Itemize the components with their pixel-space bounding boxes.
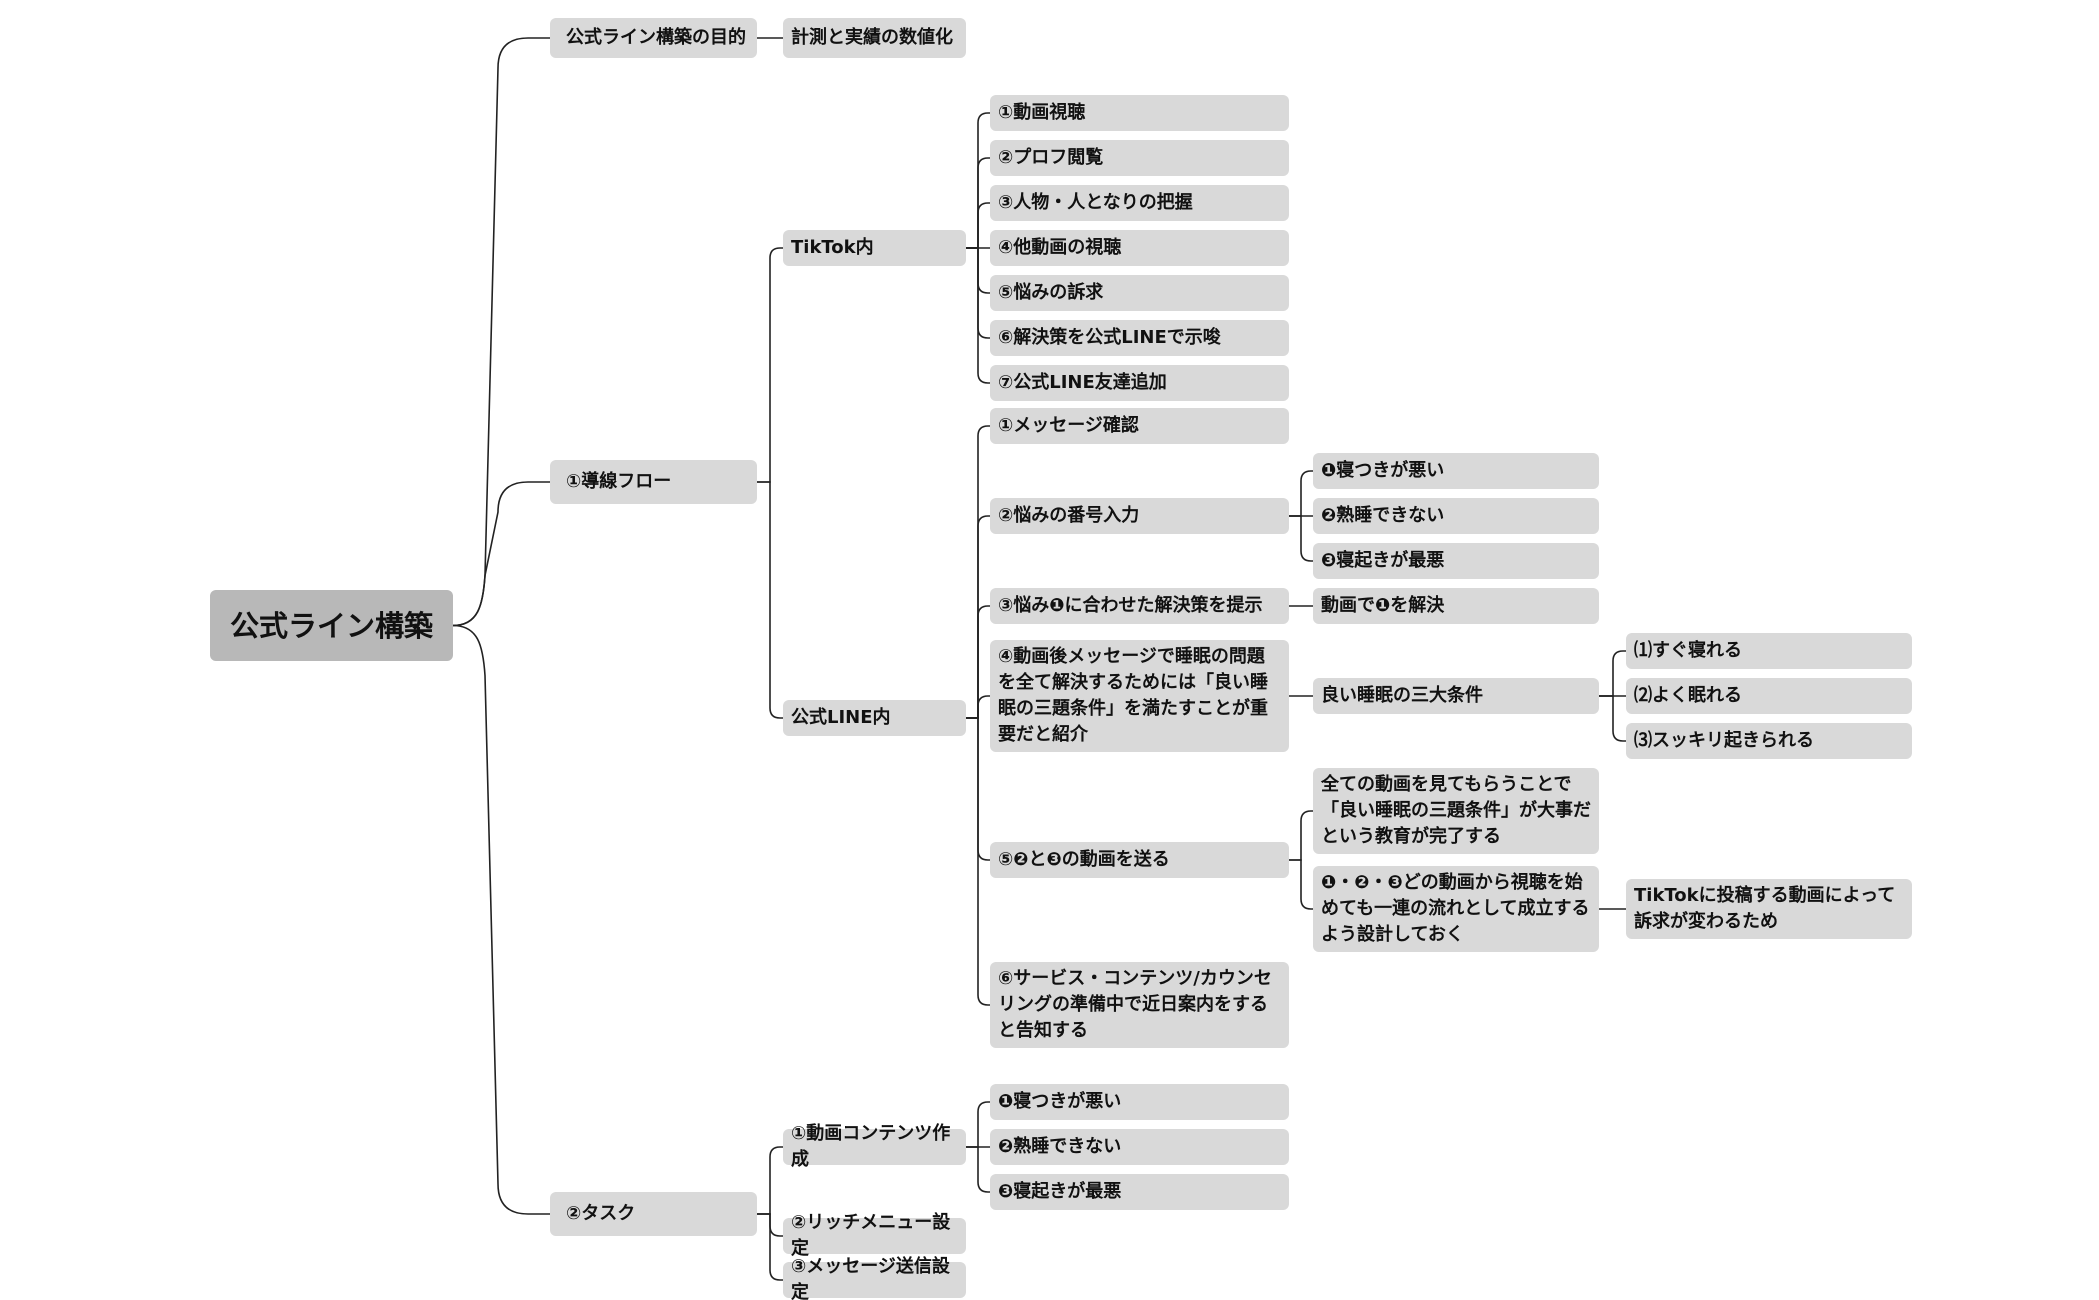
connector-flow-node [452,481,550,627]
tiktok-step-3[interactable]: ③人物・人となりの把握 [990,185,1289,221]
connector-line-step-3 [966,605,990,719]
line-step-3[interactable]: ③悩み❶に合わせた解決策を提示 [990,588,1289,624]
tiktok-step-1[interactable]: ①動画視聴 [990,95,1289,131]
connector-line-step-4 [966,695,990,719]
line-step-1[interactable]: ①メッセージ確認 [990,408,1289,444]
purpose-child-node[interactable]: 計測と実績の数値化 [783,18,966,58]
flow-node[interactable]: ①導線フロー [550,460,757,504]
tiktok-step-7[interactable]: ⑦公式LINE友達追加 [990,365,1289,401]
connector-design-node [1289,859,1313,910]
message-setting-node[interactable]: ③メッセージ送信設定 [783,1256,966,1300]
line-step-2[interactable]: ②悩みの番号入力 [990,498,1289,534]
richmenu-node[interactable]: ②リッチメニュー設定 [783,1212,966,1259]
condition-1[interactable]: ⑴すぐ寝れる [1626,633,1912,669]
solution-video-node[interactable]: 動画で❶を解決 [1313,588,1599,624]
line-step-6[interactable]: ⑥サービス・コンテンツ/カウンセリングの準備中で近日案内をすると告知する [990,962,1289,1048]
connector-tasks-node [452,624,550,1215]
connector-education-node [1289,810,1313,861]
tiktok-step-6[interactable]: ⑥解決策を公式LINEで示唆 [990,320,1289,356]
connector-line-step-1 [966,425,990,719]
tasks-node[interactable]: ②タスク [550,1192,757,1236]
connector-video-content-node [757,1146,783,1215]
connector-purpose-node [452,37,550,627]
connector-line-step-2 [966,515,990,719]
video-item-2[interactable]: ❷熟睡できない [990,1129,1289,1165]
connector-tiktok-step-7 [966,247,990,384]
condition-2[interactable]: ⑵よく眠れる [1626,678,1912,714]
appeal-reason-node[interactable]: TikTokに投稿する動画によって訴求が変わるため [1626,879,1912,939]
tiktok-step-2[interactable]: ②プロフ閲覧 [990,140,1289,176]
tiktok-node[interactable]: TikTok内 [783,230,966,266]
design-node[interactable]: ❶・❷・❸どの動画から視聴を始めても一連の流れとして成立するよう設計しておく [1313,866,1599,952]
connector-video-item-3 [966,1146,990,1193]
purpose-node[interactable]: 公式ライン構築の目的 [550,18,757,58]
worry-option-3[interactable]: ❸寝起きが最悪 [1313,543,1599,579]
video-item-3[interactable]: ❸寝起きが最悪 [990,1174,1289,1210]
connector-worry-option-1 [1289,470,1313,517]
connector-line-step-6 [966,717,990,1006]
condition-3[interactable]: ⑶スッキリ起きられる [1626,723,1912,759]
line-node[interactable]: 公式LINE内 [783,700,966,736]
three-conditions-node[interactable]: 良い睡眠の三大条件 [1313,678,1599,714]
connector-tiktok-node [757,247,783,483]
worry-option-1[interactable]: ❶寝つきが悪い [1313,453,1599,489]
tiktok-step-5[interactable]: ⑤悩みの訴求 [990,275,1289,311]
connector-video-item-1 [966,1101,990,1148]
education-node[interactable]: 全ての動画を見てもらうことで「良い睡眠の三題条件」が大事だという教育が完了する [1313,768,1599,854]
connector-tiktok-step-2 [966,157,990,249]
root-node[interactable]: 公式ライン構築 [210,590,453,661]
video-content-node[interactable]: ①動画コンテンツ作成 [783,1123,966,1170]
video-item-1[interactable]: ❶寝つきが悪い [990,1084,1289,1120]
connector-condition-3 [1599,695,1626,742]
connector-condition-1 [1599,650,1626,697]
connector-worry-option-3 [1289,515,1313,562]
connector-message-setting-node [757,1213,783,1281]
connector-line-node [757,481,783,719]
worry-option-2[interactable]: ❷熟睡できない [1313,498,1599,534]
tiktok-step-4[interactable]: ④他動画の視聴 [990,230,1289,266]
connector-tiktok-step-1 [966,112,990,249]
line-step-5[interactable]: ⑤❷と❸の動画を送る [990,842,1289,878]
line-step-4[interactable]: ④動画後メッセージで睡眠の問題を全て解決するためには「良い睡眠の三題条件」を満た… [990,640,1289,752]
connector-tiktok-step-3 [966,202,990,249]
